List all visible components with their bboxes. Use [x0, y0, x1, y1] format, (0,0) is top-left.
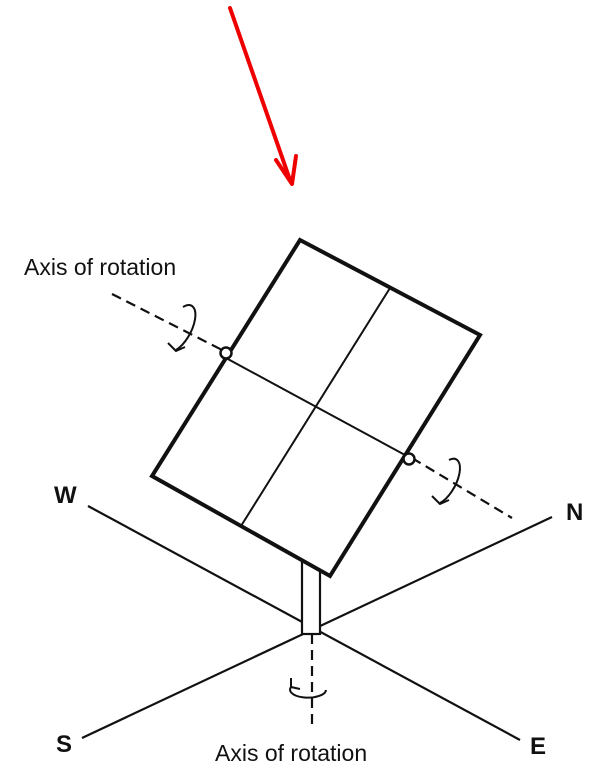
axis-of-rotation-label-top: Axis of rotation	[24, 254, 176, 280]
compass-south-label: S	[56, 731, 72, 758]
axis-of-rotation-label-bottom: Axis of rotation	[215, 740, 367, 766]
tilt-rotation-arrow-right-icon	[431, 457, 461, 505]
panel-divider-horizontal	[225, 357, 406, 456]
pivot-left	[219, 346, 233, 360]
pivot-right	[402, 452, 416, 466]
sunlight-arrow	[228, 6, 298, 186]
vertical-rotation-arrow-icon	[289, 678, 327, 699]
compass-west-label: W	[54, 482, 77, 509]
tilt-rotation-arrow-left-icon	[167, 304, 197, 352]
compass-east-label: E	[530, 733, 546, 760]
compass-north-label: N	[566, 499, 583, 526]
solar-panel	[149, 237, 483, 579]
tilt-rotation-axis	[111, 293, 513, 519]
